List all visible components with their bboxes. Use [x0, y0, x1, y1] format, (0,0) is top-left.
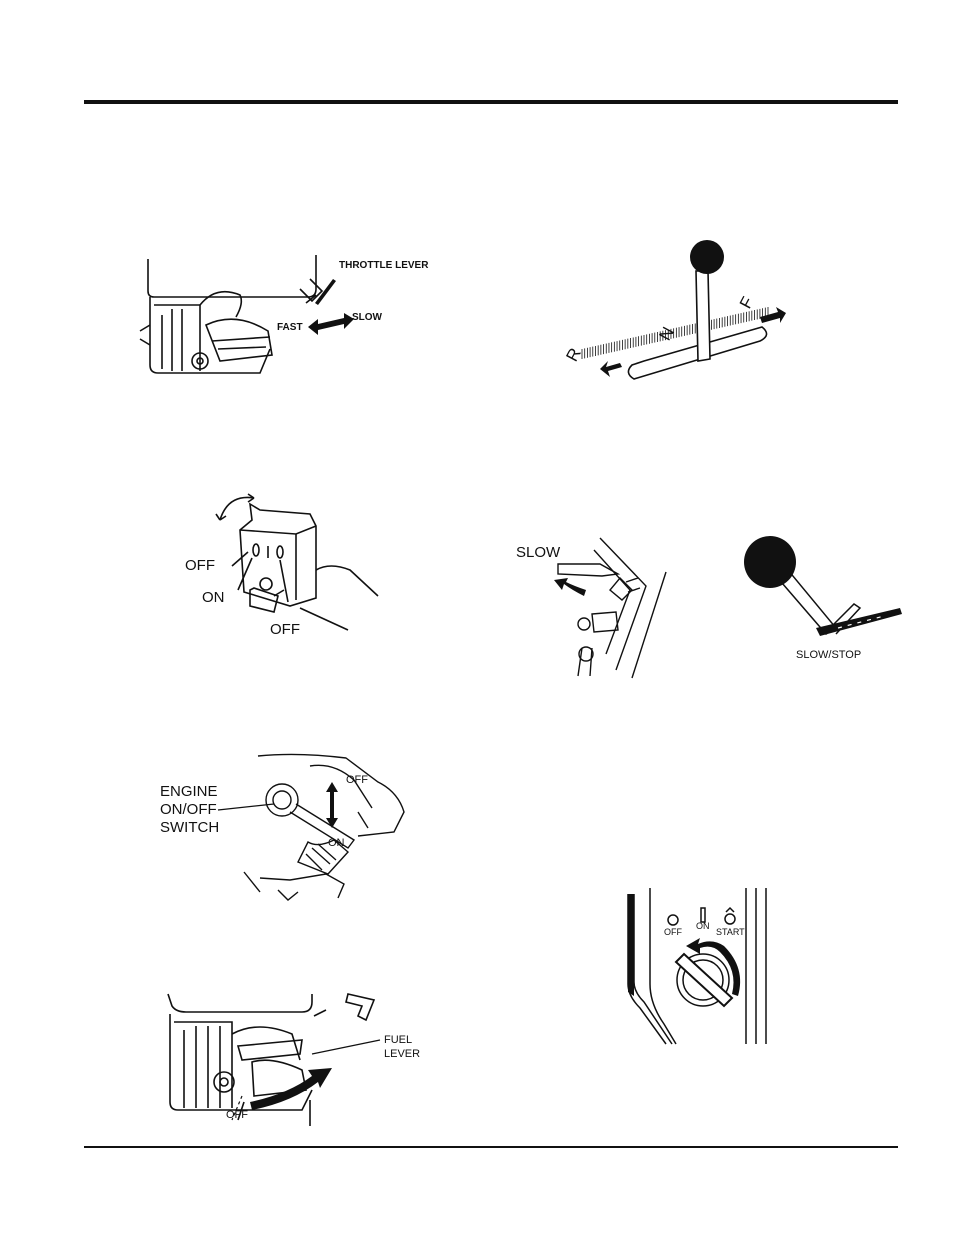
switch-on-label: ON	[202, 590, 225, 606]
engine-switch-figure: ENGINE ON/OFF SWITCH OFF ON	[158, 752, 428, 902]
slow-label: SLOW	[516, 545, 560, 561]
slow-lever-figure: SLOW	[514, 530, 674, 680]
gear-shifter-figure: R N F	[560, 235, 800, 385]
throttle-lever-label: THROTTLE LEVER	[339, 261, 428, 272]
slow-stop-figure: SLOW/STOP	[740, 530, 910, 670]
engine-off-label: OFF	[346, 775, 368, 787]
fuel-off-label: OFF	[226, 1110, 248, 1122]
throttle-lever-figure: THROTTLE LEVER FAST SLOW	[140, 245, 440, 385]
switch-off-top-label: OFF	[185, 558, 215, 574]
slow-label: SLOW	[352, 313, 382, 324]
engine-label: ENGINE	[160, 784, 218, 800]
fuel-label: FUEL	[384, 1035, 412, 1047]
fast-label: FAST	[277, 323, 303, 334]
gear-shifter-illustration	[560, 235, 800, 385]
key-off-label: OFF	[664, 928, 682, 937]
rocker-switch-figure: OFF ON OFF	[180, 490, 390, 640]
header-rule	[84, 100, 898, 104]
switch-off-bottom-label: OFF	[270, 622, 300, 638]
key-switch-illustration	[620, 884, 780, 1049]
fuel-lever-figure: FUEL LEVER OFF	[162, 990, 442, 1130]
switch-label: SWITCH	[160, 820, 219, 836]
footer-rule	[84, 1146, 898, 1148]
key-start-label: START	[716, 928, 745, 937]
on-off-label: ON/OFF	[160, 802, 217, 818]
engine-on-label: ON	[328, 838, 345, 850]
slow-stop-label: SLOW/STOP	[796, 650, 861, 662]
lever-label: LEVER	[384, 1049, 420, 1061]
key-on-label: ON	[696, 922, 710, 931]
key-switch-figure: OFF ON START	[620, 884, 780, 1049]
